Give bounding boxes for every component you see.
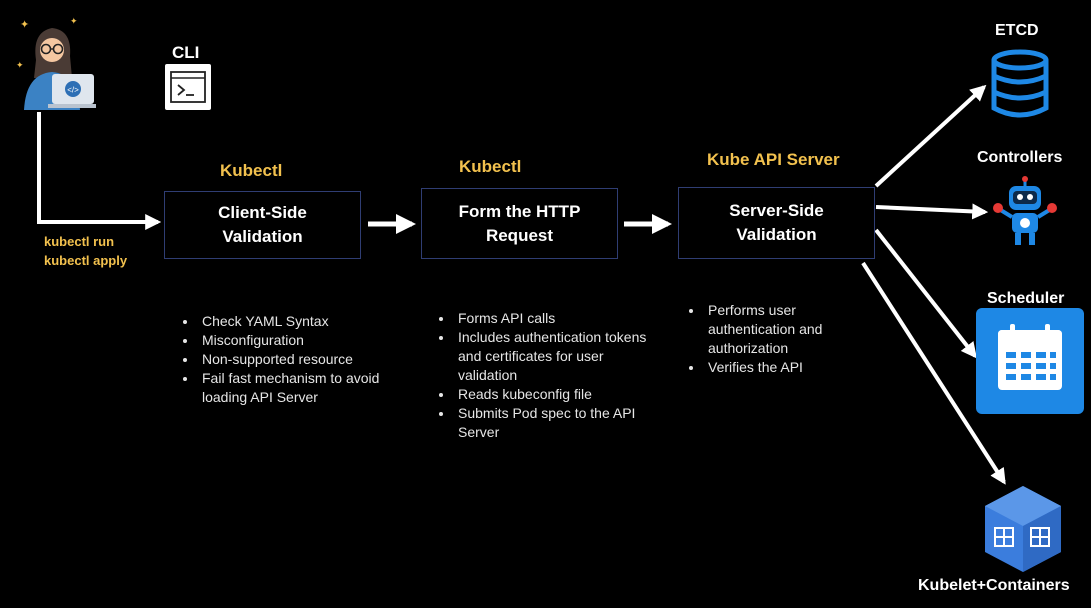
client-side-validation-box: Client-Side Validation: [164, 191, 361, 259]
bullet-item: Non-supported resource: [198, 350, 418, 369]
bullet-item: Submits Pod spec to the API Server: [454, 404, 654, 442]
robot-icon: [993, 176, 1057, 245]
arrow-user-to-client: [37, 112, 162, 230]
bullet-item: Performs user authentication and authori…: [704, 301, 874, 358]
command-kubectl-run: kubectl run: [44, 234, 115, 249]
scheduler-label: Scheduler: [987, 290, 1065, 307]
stage1-tool-label: Kubectl: [220, 161, 283, 180]
stage3-bullets: Performs user authentication and authori…: [676, 301, 874, 377]
bullet-item: Check YAML Syntax: [198, 312, 418, 331]
arrow-server-to-scheduler: [874, 228, 977, 359]
bullet-item: Forms API calls: [454, 309, 654, 328]
cli-label: CLI: [172, 43, 200, 62]
command-list: kubectl run kubectl apply: [44, 232, 127, 270]
controllers-label: Controllers: [977, 149, 1063, 166]
bullet-item: Misconfiguration: [198, 331, 418, 350]
cube-icon: [985, 486, 1061, 572]
calendar-icon: [976, 308, 1084, 414]
etcd-label: ETCD: [995, 22, 1039, 39]
bullet-item: Fail fast mechanism to avoid loading API…: [198, 369, 418, 407]
command-kubectl-apply: kubectl apply: [44, 253, 128, 268]
form-http-request-box: Form the HTTP Request: [421, 188, 618, 259]
stage3-tool-label: Kube API Server: [707, 150, 840, 169]
server-side-validation-box: Server-Side Validation: [678, 187, 875, 259]
stage2-bullets: Forms API calls Includes authentication …: [426, 309, 654, 442]
database-icon: [991, 49, 1049, 118]
svg-text:</>: </>: [67, 86, 79, 95]
arrow-server-to-controllers: [875, 203, 989, 220]
terminal-icon: [165, 64, 211, 110]
svg-text:✦: ✦: [16, 60, 24, 70]
bullet-item: Reads kubeconfig file: [454, 385, 654, 404]
arrow-server-to-kubelet: [861, 261, 1006, 485]
developer-laptop-icon: ✦ ✦ ✦ </>: [16, 16, 96, 110]
bullet-item: Verifies the API: [704, 358, 874, 377]
svg-text:✦: ✦: [20, 19, 29, 31]
kubelet-containers-label: Kubelet+Containers: [918, 577, 1070, 594]
svg-text:✦: ✦: [70, 16, 78, 26]
stage2-tool-label: Kubectl: [459, 157, 522, 176]
bullet-item: Includes authentication tokens and certi…: [454, 328, 654, 385]
arrow-server-to-etcd: [874, 84, 987, 188]
stage1-bullets: Check YAML Syntax Misconfiguration Non-s…: [170, 312, 418, 407]
